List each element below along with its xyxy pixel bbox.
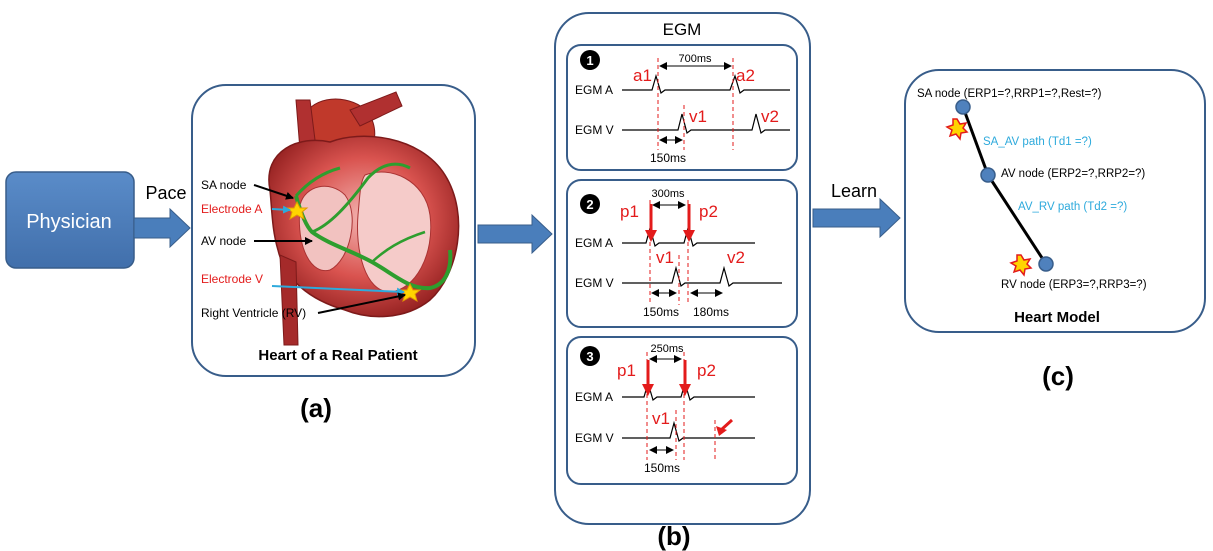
pace-label: Pace — [145, 183, 186, 203]
electrode-v-pointer — [271, 285, 405, 296]
scenario-2-marker-v2: v2 — [727, 248, 745, 267]
electrode-a-pointer — [271, 205, 291, 214]
scenario-2-bottom-interval: 150ms — [643, 305, 679, 319]
scenario-2-trace-v — [622, 265, 782, 288]
learn-label: Learn — [831, 181, 877, 201]
scenario-2-egm-a-label: EGM A — [575, 236, 613, 250]
scenario-1-marker-a1: a1 — [633, 66, 652, 85]
panel-b-label: (b) — [657, 521, 690, 551]
scenario-2-number: 2 — [586, 197, 593, 212]
scenario-2-marker-v1: v1 — [656, 248, 674, 267]
panel-b-title: EGM — [663, 20, 702, 39]
scenario-3-marker-p2: p2 — [697, 361, 716, 380]
scenario-1: 1 EGM A EGM V 700ms 150ms a1 a2 v1 v2 — [566, 44, 798, 171]
scenario-1-marker-a2: a2 — [736, 66, 755, 85]
scenario-3-missing-beat-arrow — [719, 418, 734, 432]
scenario-1-trace-v — [622, 113, 790, 135]
right-ventricle-label: Right Ventricle (RV) — [201, 306, 306, 320]
scenario-1-top-interval: 700ms — [678, 53, 712, 65]
panel-c-label: (c) — [1042, 361, 1074, 391]
sa-node-circle — [955, 99, 971, 115]
model-electrode-a-star — [945, 118, 969, 141]
panel-c: SA node (ERP1=?,RRP1=?,Rest=?) SA_AV pat… — [904, 69, 1206, 333]
scenario-3-number: 3 — [586, 349, 593, 364]
scenario-1-trace-a — [622, 73, 790, 94]
scenario-3-egm-a-label: EGM A — [575, 390, 613, 404]
scenario-1-number: 1 — [586, 53, 593, 68]
av-node-circle — [980, 167, 996, 183]
scenario-2-egm-v-label: EGM V — [575, 276, 614, 290]
scenario-3: 3 EGM A EGM V 250ms 150ms p1 p2 v1 — [566, 336, 798, 485]
av-node-label: AV node — [201, 234, 246, 248]
sa-node-label: SA node — [201, 178, 247, 192]
scenario-2-marker-p2: p2 — [699, 202, 718, 221]
model-rv-node-label: RV node (ERP3=?,RRP3=?) — [1001, 279, 1147, 291]
model-electrode-v-star — [1009, 254, 1033, 277]
scenario-3-marker-v1: v1 — [652, 409, 670, 428]
scenario-1-bottom-interval: 150ms — [650, 151, 686, 165]
heart-illustration — [268, 91, 460, 346]
scenario-3-egm-v-label: EGM V — [575, 431, 614, 445]
scenario-2-top-interval: 300ms — [651, 188, 685, 200]
sa-av-link — [961, 106, 990, 176]
scenario-1-egm-a-label: EGM A — [575, 83, 613, 97]
physician-box: Physician — [5, 171, 135, 269]
sa-node-pointer — [253, 184, 294, 200]
scenario-2-bottom-interval-2: 180ms — [693, 305, 729, 319]
physician-label: Physician — [26, 211, 112, 233]
learn-arrow: Learn — [812, 181, 901, 239]
scenario-1-marker-v2: v2 — [761, 107, 779, 126]
scenario-3-marker-p1: p1 — [617, 361, 636, 380]
panel-a: SA node Electrode A AV node Electrode V … — [191, 84, 476, 377]
rv-node-circle — [1038, 256, 1054, 272]
panel-b: EGM 1 EGM A EGM V 700ms 150ms a1 a2 v1 v… — [554, 12, 811, 525]
scenario-2: 2 EGM A EGM V 300ms 150ms 180ms p1 p2 v1… — [566, 179, 798, 328]
electrode-a-label: Electrode A — [201, 202, 262, 216]
model-av-rv-path-label: AV_RV path (Td2 =?) — [1018, 201, 1127, 213]
right-ventricle-pointer — [317, 292, 406, 314]
model-sa-node-label: SA node (ERP1=?,RRP1=?,Rest=?) — [917, 88, 1102, 100]
scenario-3-bottom-interval: 150ms — [644, 461, 680, 475]
model-av-node-label: AV node (ERP2=?,RRP2=?) — [1001, 168, 1145, 180]
pace-arrow: Pace — [133, 183, 191, 249]
model-sa-av-path-label: SA_AV path (Td1 =?) — [983, 136, 1092, 148]
panel-a-caption: Heart of a Real Patient — [258, 347, 417, 364]
panel-c-caption: Heart Model — [1014, 309, 1100, 326]
scenario-1-egm-v-label: EGM V — [575, 123, 614, 137]
scenario-3-top-interval: 250ms — [650, 343, 684, 355]
scenario-2-marker-p1: p1 — [620, 202, 639, 221]
panel-a-label: (a) — [300, 393, 332, 423]
electrode-v-label: Electrode V — [201, 272, 263, 286]
arrow-a-to-b — [477, 213, 553, 255]
scenario-1-marker-v1: v1 — [689, 107, 707, 126]
av-rv-link — [986, 174, 1048, 265]
